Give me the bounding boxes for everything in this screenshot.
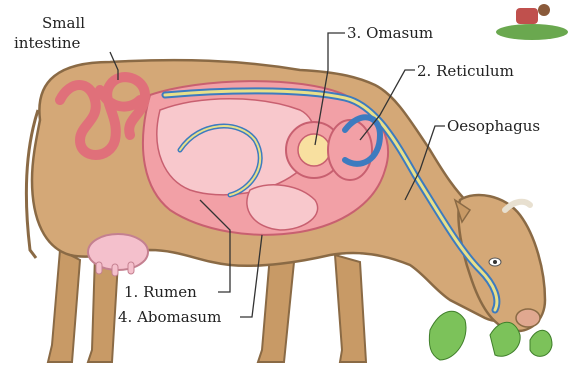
label-reticulum: 2. Reticulum bbox=[417, 62, 514, 80]
label-omasum: 3. Omasum bbox=[347, 24, 433, 42]
label-rumen: 1. Rumen bbox=[124, 283, 197, 301]
corner-illustration bbox=[482, 0, 572, 40]
label-oesophagus: Oesophagus bbox=[447, 117, 540, 135]
label-abomasum: 4. Abomasum bbox=[118, 308, 221, 326]
label-small-intestine-line2: intestine bbox=[14, 34, 80, 52]
udder bbox=[88, 234, 148, 276]
digestive-organs bbox=[143, 81, 388, 235]
label-small-intestine-line1: Small bbox=[42, 14, 85, 32]
